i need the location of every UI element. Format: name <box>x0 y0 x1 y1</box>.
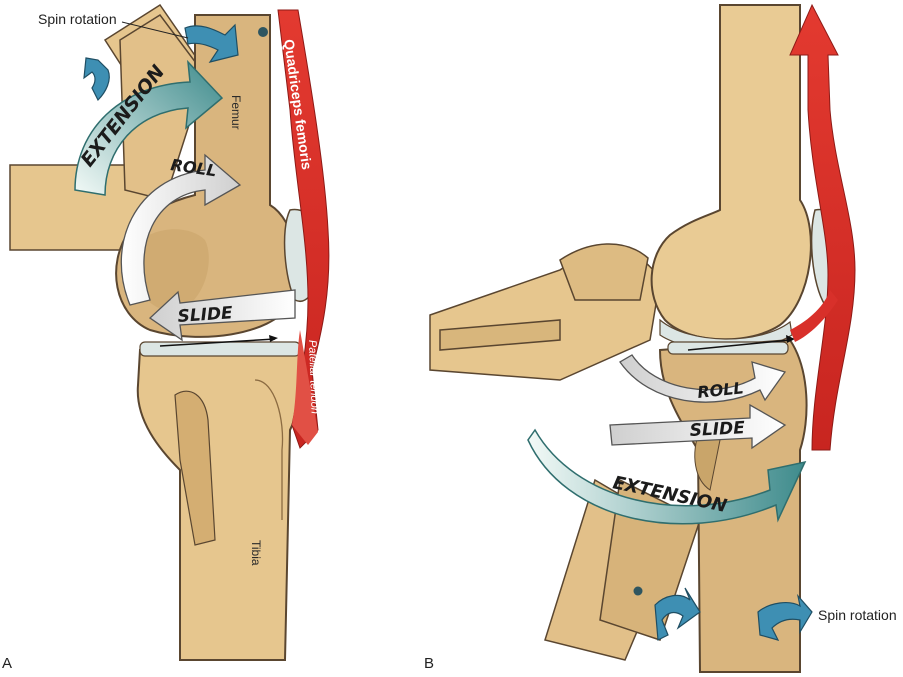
panel-a-spin-rotation-label: Spin rotation <box>38 11 117 27</box>
curved-spin-arrow-icon <box>84 58 109 100</box>
panel-a: Spin rotation EXTENSION ROLL SLIDE Femur… <box>2 5 329 672</box>
panel-a-slide-label: SLIDE <box>177 303 234 327</box>
panel-a-tibia-label: Tibia <box>249 540 263 566</box>
panel-b: ROLL SLIDE EXTENSION Spin rotation B <box>424 5 897 672</box>
panel-b-slide-label: SLIDE <box>689 418 745 441</box>
panel-a-femur-label: Femur <box>229 95 243 130</box>
panel-b-meniscus <box>668 342 788 354</box>
pivot-dot-icon <box>258 27 268 37</box>
panel-a-letter: A <box>2 655 12 672</box>
pivot-dot-icon <box>634 587 643 596</box>
panel-a-meniscus <box>140 342 300 356</box>
panel-b-spin-rotation-label: Spin rotation <box>818 607 897 623</box>
panel-b-letter: B <box>424 655 434 672</box>
panel-a-tibia <box>138 335 302 660</box>
panel-b-femur <box>652 5 811 350</box>
